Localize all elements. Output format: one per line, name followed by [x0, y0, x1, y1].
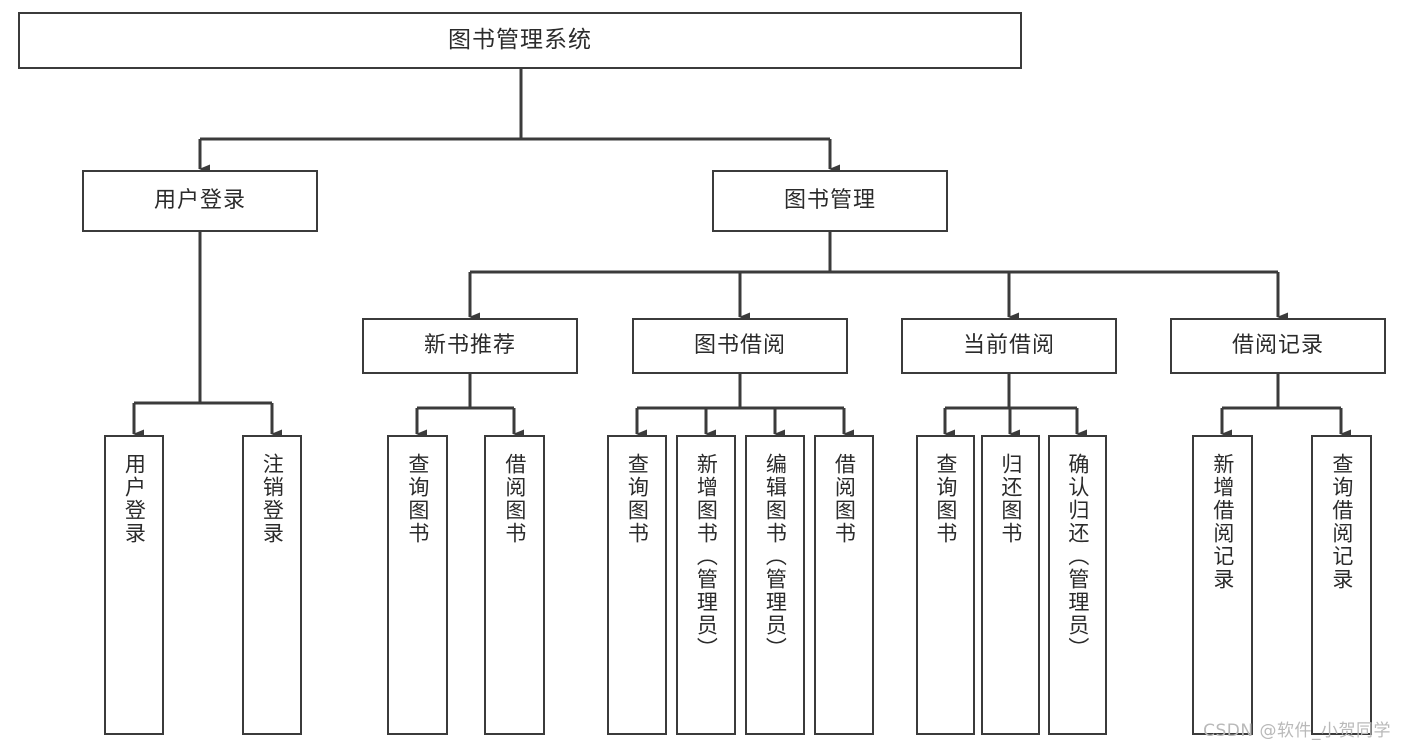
- leaf-borrow-lend-book[interactable]: 借阅图书: [814, 435, 874, 735]
- node-current-borrowing[interactable]: 当前借阅: [901, 318, 1117, 374]
- node-label: 借阅图书: [502, 453, 527, 545]
- leaf-recommend-query-book[interactable]: 查询图书: [387, 435, 448, 735]
- leaf-record-query-borrow-record[interactable]: 查询借阅记录: [1311, 435, 1372, 735]
- node-label: 用户登录: [153, 187, 246, 213]
- node-label: 用户登录: [122, 453, 147, 545]
- leaf-current-query-book[interactable]: 查询图书: [916, 435, 975, 735]
- node-label: 借阅记录: [1231, 332, 1324, 358]
- node-label: 新增借阅记录: [1210, 453, 1235, 591]
- leaf-user-logout[interactable]: 注销登录: [242, 435, 302, 735]
- node-label: 查询图书: [405, 453, 430, 545]
- node-label: 图书借阅: [693, 332, 786, 358]
- node-label: 编辑图书（管理员）: [763, 453, 788, 660]
- node-label: 图书管理: [783, 187, 876, 213]
- leaf-record-add-borrow-record[interactable]: 新增借阅记录: [1192, 435, 1253, 735]
- node-label: 图书管理系统: [448, 26, 592, 53]
- leaf-recommend-borrow-book[interactable]: 借阅图书: [484, 435, 545, 735]
- leaf-current-return-book[interactable]: 归还图书: [981, 435, 1040, 735]
- node-label: 归还图书: [998, 453, 1023, 545]
- node-label: 查询借阅记录: [1329, 453, 1354, 591]
- node-root-book-management-system[interactable]: 图书管理系统: [18, 12, 1022, 69]
- node-label: 查询图书: [933, 453, 958, 545]
- node-borrowing-record[interactable]: 借阅记录: [1170, 318, 1386, 374]
- node-book-borrowing[interactable]: 图书借阅: [632, 318, 848, 374]
- node-user-login[interactable]: 用户登录: [82, 170, 318, 232]
- leaf-borrow-add-book-admin[interactable]: 新增图书（管理员）: [676, 435, 736, 735]
- node-new-book-recommendation[interactable]: 新书推荐: [362, 318, 578, 374]
- node-label: 新增图书（管理员）: [694, 453, 719, 660]
- node-book-management[interactable]: 图书管理: [712, 170, 948, 232]
- node-label: 注销登录: [260, 453, 285, 545]
- node-label: 查询图书: [625, 453, 650, 545]
- node-label: 当前借阅: [962, 332, 1055, 358]
- node-label: 新书推荐: [423, 332, 516, 358]
- leaf-current-confirm-return-admin[interactable]: 确认归还（管理员）: [1048, 435, 1107, 735]
- leaf-user-login[interactable]: 用户登录: [104, 435, 164, 735]
- leaf-borrow-query-book[interactable]: 查询图书: [607, 435, 667, 735]
- edges-group: [132, 69, 1351, 439]
- node-label: 确认归还（管理员）: [1065, 453, 1090, 660]
- leaf-borrow-edit-book-admin[interactable]: 编辑图书（管理员）: [745, 435, 805, 735]
- node-label: 借阅图书: [832, 453, 857, 545]
